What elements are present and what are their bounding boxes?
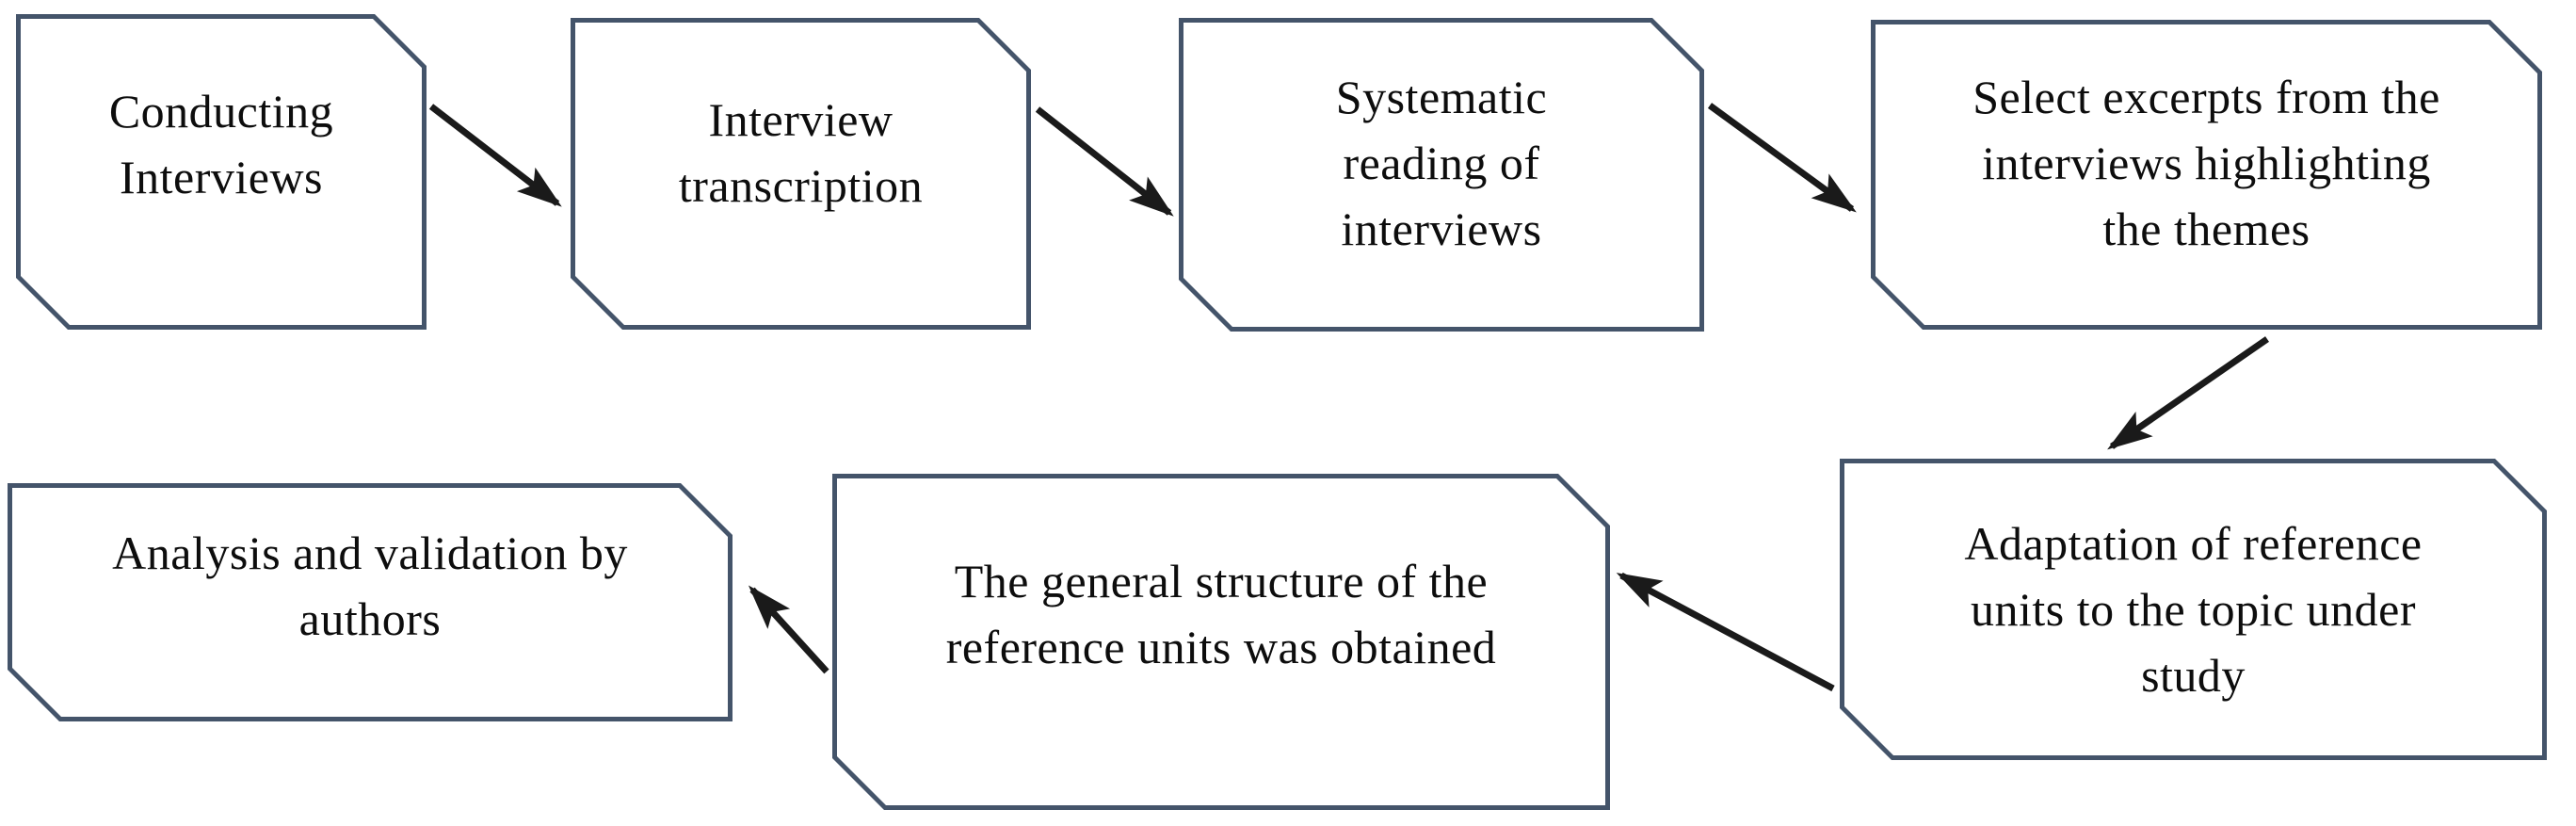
node-label: Analysis and validation by authors <box>112 526 628 645</box>
flow-node-body: Select excerpts from the interviews high… <box>1876 24 2537 325</box>
node-label: Conducting Interviews <box>108 84 334 203</box>
arrow-excerpts-to-adaptation <box>2107 336 2269 450</box>
flow-node-body: Analysis and validation by authors <box>12 488 728 717</box>
flow-node-general-structure: The general structure of the reference u… <box>832 474 1610 810</box>
arrow-structure-to-analysis <box>748 585 829 674</box>
arrow-transcription-to-reading <box>1035 106 1174 217</box>
node-label: Interview transcription <box>678 93 924 212</box>
flow-node-body: The general structure of the reference u… <box>837 478 1605 805</box>
node-label: Adaptation of reference units to the top… <box>1964 517 2423 702</box>
flow-node-adaptation-reference-units: Adaptation of reference units to the top… <box>1840 459 2547 760</box>
flow-node-systematic-reading: Systematic reading of interviews <box>1179 18 1704 332</box>
flow-node-conducting-interviews: Conducting Interviews <box>16 14 427 330</box>
node-label: Systematic reading of interviews <box>1335 71 1548 255</box>
flow-node-interview-transcription: Interview transcription <box>571 18 1031 330</box>
flow-node-body: Conducting Interviews <box>21 19 422 325</box>
node-label: Select excerpts from the interviews high… <box>1972 71 2440 255</box>
flow-node-body: Interview transcription <box>575 23 1026 325</box>
arrow-reading-to-excerpts <box>1707 103 1857 213</box>
flow-node-select-excerpts: Select excerpts from the interviews high… <box>1871 20 2542 330</box>
flow-node-body: Adaptation of reference units to the top… <box>1844 463 2542 755</box>
flow-node-body: Systematic reading of interviews <box>1183 23 1699 327</box>
node-label: The general structure of the reference u… <box>945 554 1497 673</box>
arrow-adaptation-to-structure <box>1616 572 1835 692</box>
flow-node-analysis-validation: Analysis and validation by authors <box>8 483 733 721</box>
arrow-conducting-to-transcription <box>428 104 562 207</box>
